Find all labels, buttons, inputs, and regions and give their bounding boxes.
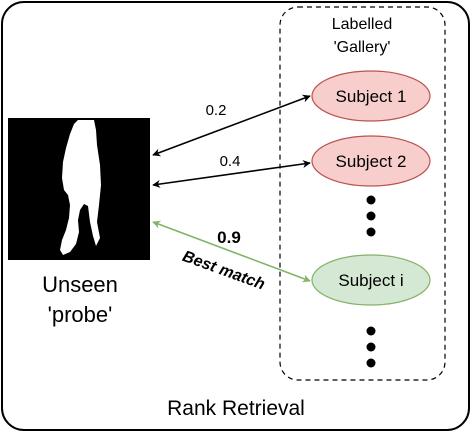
footer-title: Rank Retrieval — [167, 397, 305, 420]
probe-silhouette-image — [8, 118, 150, 260]
arrow-probe-subject-2 — [152, 160, 311, 188]
arrow-probe-subject-i — [152, 220, 311, 283]
gallery-title-line2: 'Gallery' — [334, 39, 391, 56]
arrow-probe-subject-1 — [152, 94, 311, 157]
score-subject-i: 0.9 — [217, 228, 241, 247]
gallery-subject-i: Subject i — [311, 254, 431, 306]
ellipsis-dots-lower — [366, 326, 376, 368]
probe-label-line1: Unseen — [42, 272, 118, 297]
subject-2-label: Subject 2 — [336, 152, 407, 171]
gallery-title-line1: Labelled — [332, 16, 393, 33]
score-subject-2: 0.4 — [220, 153, 241, 170]
gallery-container — [279, 6, 446, 381]
subject-i-label: Subject i — [338, 271, 403, 290]
ellipsis-dots-upper — [366, 195, 376, 237]
subject-1-label: Subject 1 — [336, 87, 407, 106]
gallery-subject-1: Subject 1 — [311, 70, 431, 122]
gallery-subject-2: Subject 2 — [311, 135, 431, 187]
probe-label-line2: 'probe' — [48, 302, 113, 327]
score-subject-1: 0.2 — [206, 102, 227, 119]
walking-person-silhouette — [60, 120, 101, 255]
